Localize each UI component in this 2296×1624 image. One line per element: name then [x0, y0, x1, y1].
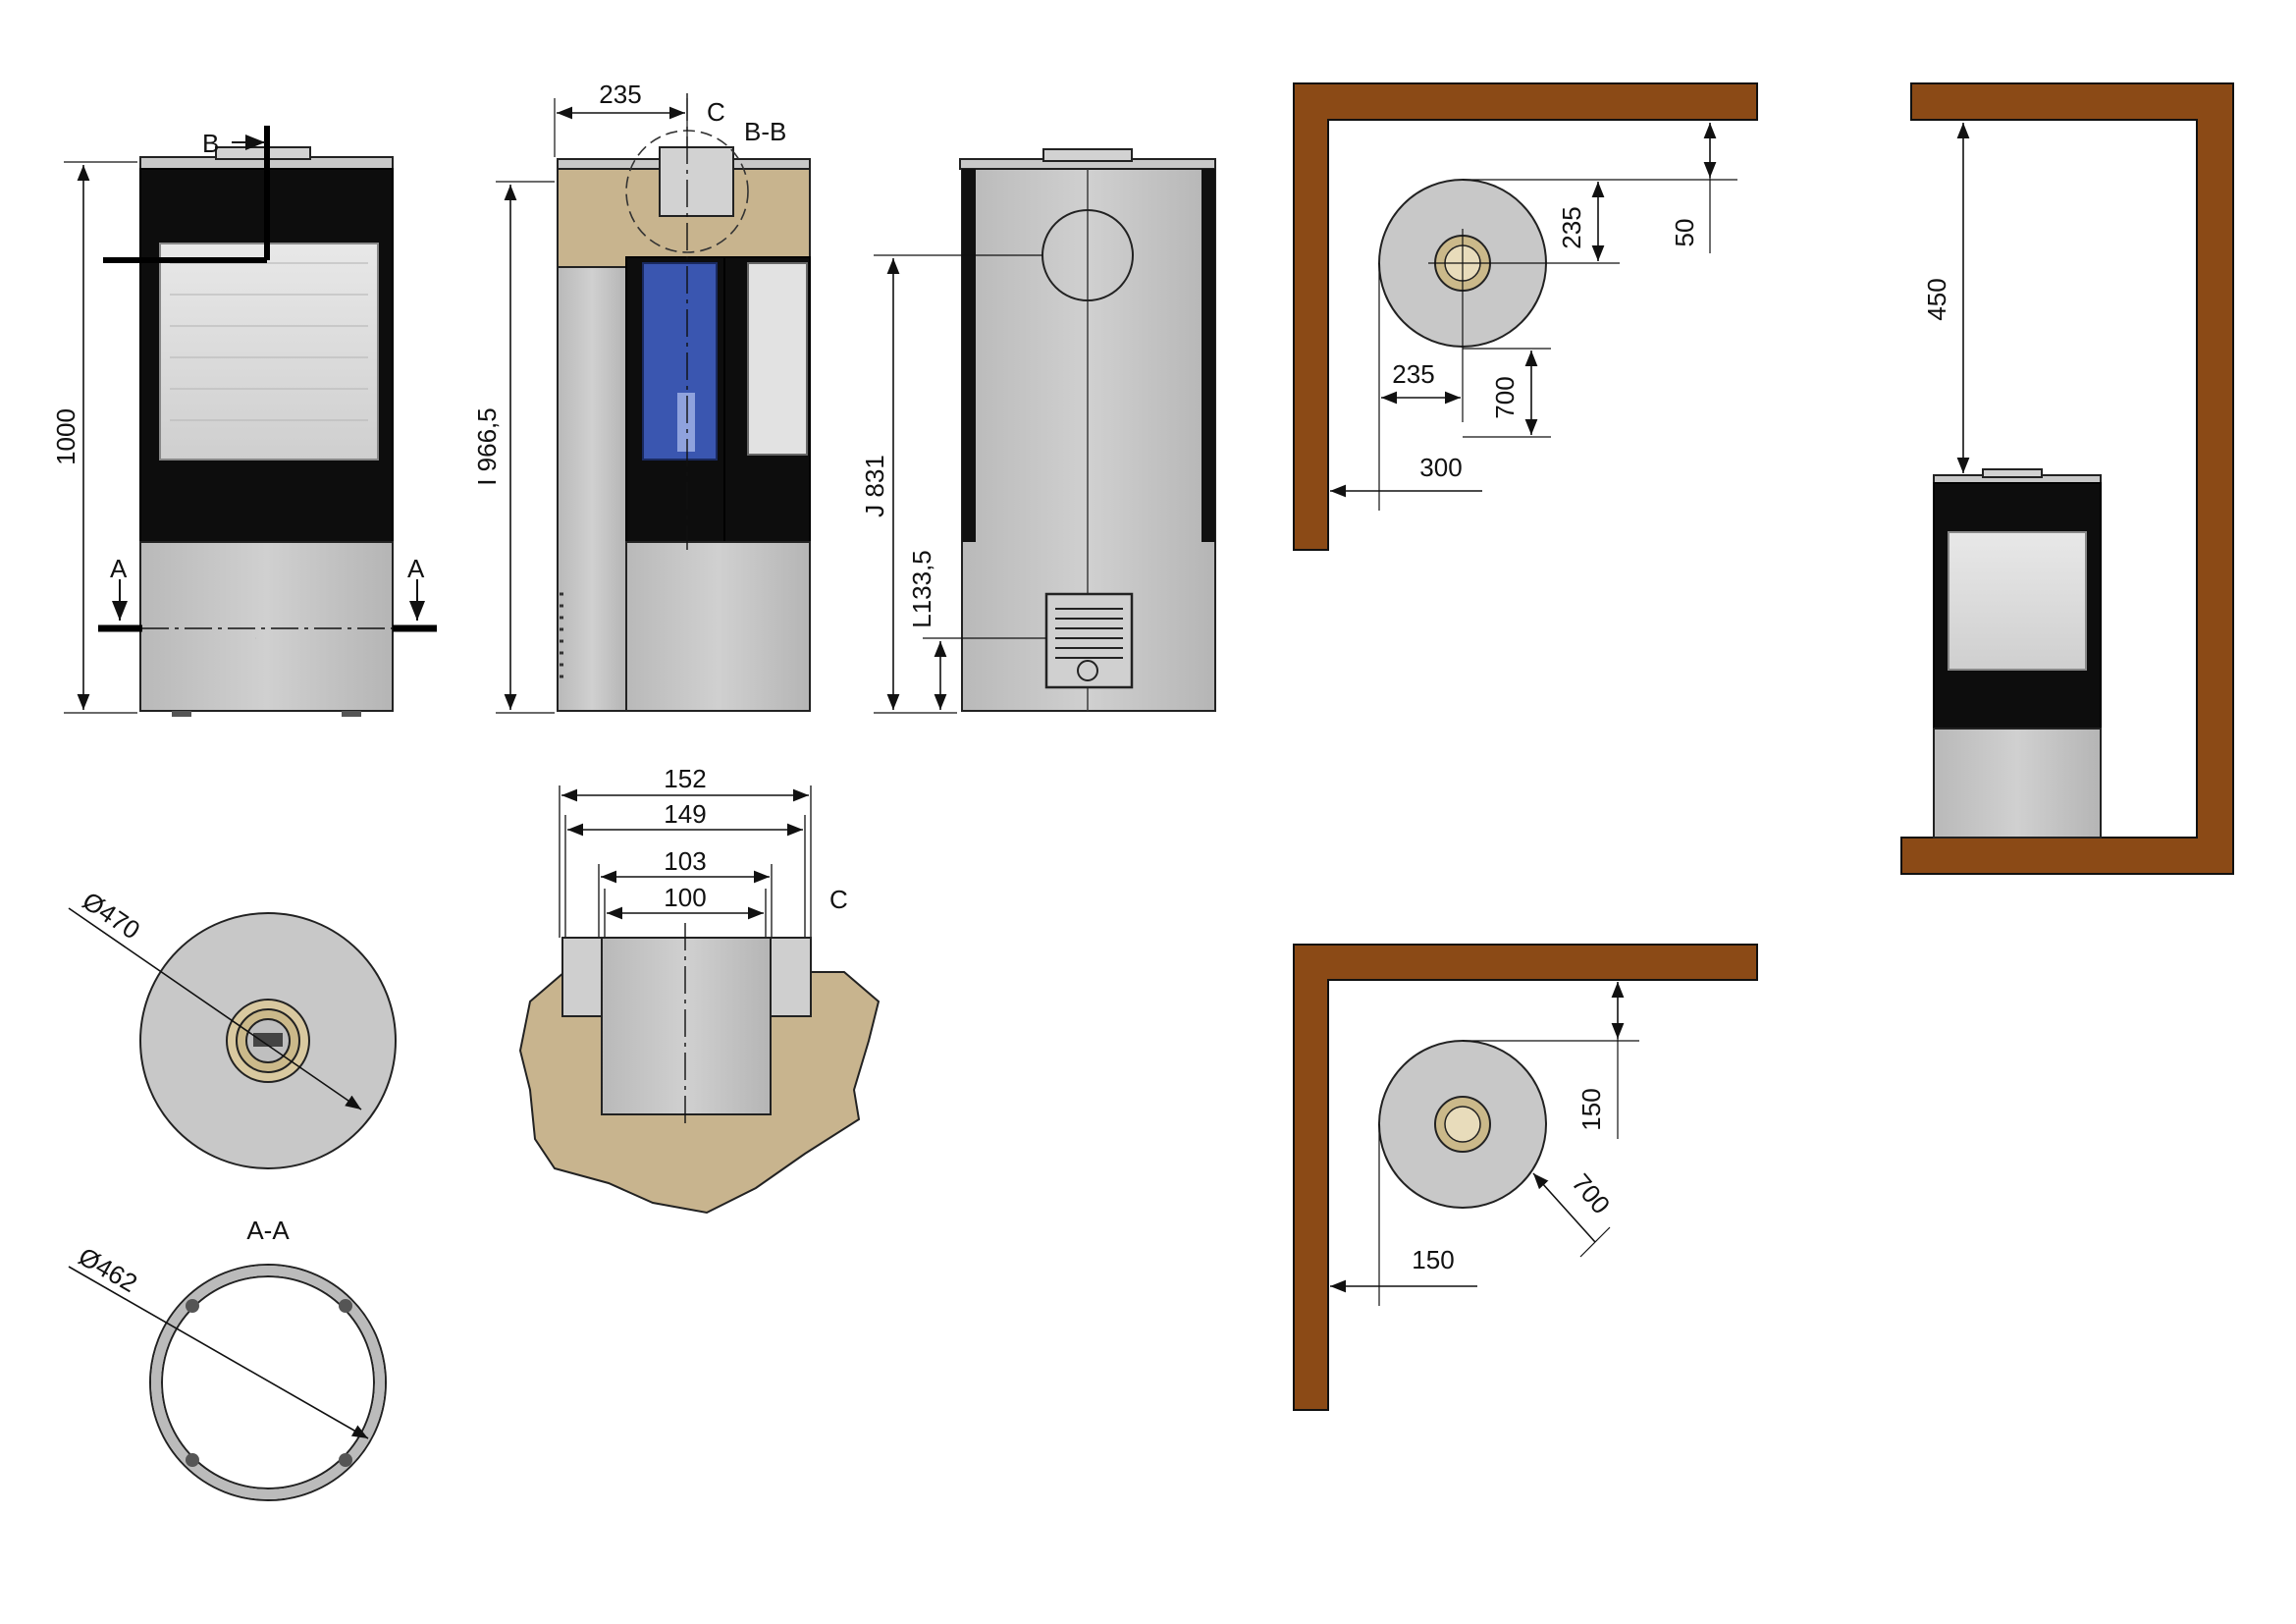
height-dim-label: 1000 [51, 408, 80, 465]
flue-collar [215, 146, 311, 160]
top-diameter-label: Ø470 [78, 886, 146, 945]
section-bb-title: B-B [744, 117, 786, 146]
rear-view: J 831 L133,5 [860, 148, 1216, 714]
glass-reflection-lines [170, 262, 368, 421]
dim-side-300-label: 300 [1419, 453, 1462, 482]
dim-back-150-label: 150 [1576, 1088, 1606, 1130]
dim-back-235-label: 235 [1557, 206, 1586, 248]
foot [172, 711, 191, 717]
ring-section-title: A-A [246, 1216, 290, 1245]
stove-base-front [139, 541, 394, 712]
flue-pipe [601, 937, 772, 1115]
ring-diameter-dim [68, 1266, 369, 1439]
base-section [625, 541, 811, 712]
detail-c-label: C [829, 885, 848, 914]
dim-152-label: 152 [664, 764, 706, 793]
clearance-parallel-wall: 50 235 235 700 300 [1293, 82, 1758, 551]
vent-slots [560, 592, 563, 678]
front-view: A A B 1000 [51, 126, 437, 717]
dim-front-700-label: 700 [1490, 376, 1520, 418]
detail-c-ref: C [707, 97, 725, 127]
section-width-label: 235 [599, 80, 641, 109]
ring-section-aa: A-A Ø462 [68, 1216, 387, 1501]
top-diameter-dim [68, 907, 362, 1110]
wall-corner-2 [1293, 944, 1758, 1411]
left-wall [557, 266, 627, 712]
wall-side-elevation [1900, 82, 2234, 875]
dim-103-label: 103 [664, 846, 706, 876]
section-b-label: B [202, 129, 219, 158]
section-a-right-label: A [407, 554, 425, 583]
dim-front-diag-700-label: 700 [1566, 1168, 1616, 1220]
foot [342, 711, 361, 717]
section-height-label: I 966,5 [472, 407, 502, 486]
section-view-bb: 235 C B-B I 966,5 [472, 80, 811, 714]
top-view: Ø470 [68, 886, 397, 1169]
side-glass [747, 262, 808, 456]
dim-side-150-label: 150 [1412, 1245, 1454, 1274]
dim-100-label: 100 [664, 883, 706, 912]
dim-ceiling-450-label: 450 [1922, 278, 1951, 320]
flue-stub [659, 146, 734, 217]
section-a-left-label: A [110, 554, 128, 583]
clearance-corner: 150 700 150 [1293, 944, 1758, 1411]
dim-149-label: 149 [664, 799, 706, 829]
clearance-side-elevation: 450 [1900, 82, 2234, 875]
door-glass [159, 243, 379, 460]
dim-back-50-label: 50 [1670, 219, 1699, 247]
dim-front-diag-700 [1532, 1172, 1596, 1243]
detail-c-view: 152 149 103 100 C [518, 764, 881, 1215]
outlet-height-label: J 831 [860, 455, 889, 517]
inlet-height-label: L133,5 [907, 550, 936, 628]
dim-side-235-label: 235 [1392, 359, 1434, 389]
wall-corner-1 [1293, 82, 1758, 551]
